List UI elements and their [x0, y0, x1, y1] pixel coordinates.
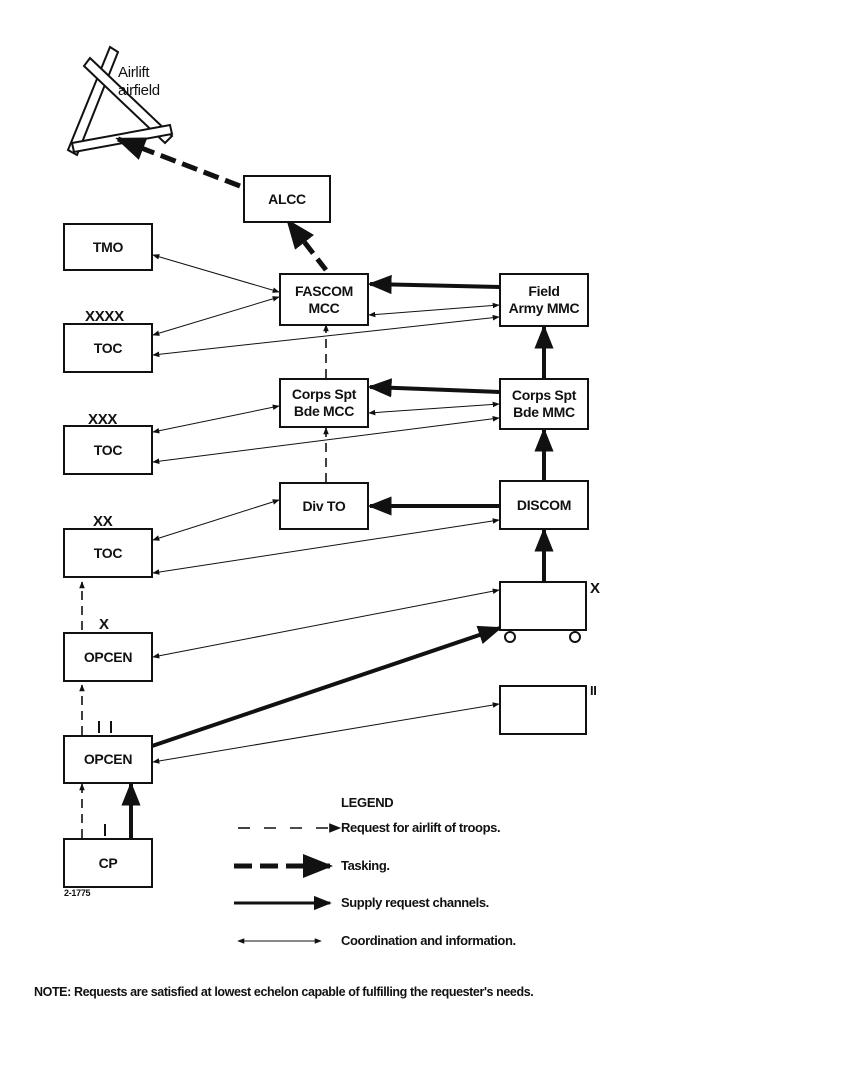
- coord-tocxxx-corpsmmc: [152, 416, 500, 464]
- coord-corpsmcc-corpsmmc: [368, 401, 500, 416]
- coord-tmo-fascom: [152, 254, 280, 293]
- opcen-box: OPCEN: [63, 632, 153, 682]
- toc-xxx-box: TOC: [63, 425, 153, 475]
- battalion-support-box: [499, 685, 587, 735]
- coord-opcen-bde: [152, 588, 500, 659]
- echelon-ii-battalion: II: [590, 683, 597, 698]
- battalion-tick: [98, 721, 100, 733]
- echelon-x-brigade: X: [590, 580, 600, 597]
- corps-spt-bde-mmc-box: Corps Spt Bde MMC: [499, 378, 589, 430]
- fascom-mcc-box: FASCOM MCC: [279, 273, 369, 326]
- alcc-box: ALCC: [243, 175, 331, 223]
- company-tick: [104, 824, 106, 836]
- corps-spt-bde-mcc-box: Corps Spt Bde MCC: [279, 378, 369, 428]
- field-army-mmc-box: Field Army MMC: [499, 273, 589, 327]
- airfield-label: Airlift airfield: [118, 64, 160, 99]
- legend-title: LEGEND: [341, 795, 394, 810]
- legend-item-coordination: Coordination and information.: [341, 933, 516, 948]
- supply-arrow-opcen-to-bde: [151, 625, 503, 748]
- toc-xxxx-box: TOC: [63, 323, 153, 373]
- echelon-xxx: XXX: [88, 411, 118, 428]
- legend-item-airlift-request: Request for airlift of troops.: [341, 820, 501, 835]
- tasking-arrow-alcc-to-airfield: [115, 136, 241, 189]
- coord-fascom-fieldmmc: [368, 302, 500, 318]
- coord-tocxxxx-fieldmmc: [152, 314, 500, 358]
- coord-opcenbn-bn: [152, 702, 500, 764]
- coord-tocxx-discom: [152, 518, 500, 575]
- div-to-box: Div TO: [279, 482, 369, 530]
- battalion-tick: [110, 721, 112, 733]
- supply-arrow-fieldmmc-to-fascom: [367, 274, 501, 295]
- tasking-arrow-fascom-to-alcc: [286, 218, 328, 272]
- brigade-support-box: [499, 581, 587, 631]
- echelon-xxxx: XXXX: [85, 308, 124, 325]
- wheel-icon: [569, 631, 581, 643]
- opcen-battalion-box: OPCEN: [63, 735, 153, 784]
- coord-tocxx-divto: [152, 499, 280, 541]
- wheel-icon: [504, 631, 516, 643]
- coord-tocxxxx-fascom: [152, 296, 280, 336]
- discom-box: DISCOM: [499, 480, 589, 530]
- cp-box: CP: [63, 838, 153, 888]
- echelon-x: X: [99, 616, 109, 633]
- coord-tocxxx-corpsmcc: [152, 404, 280, 434]
- echelon-xx: XX: [93, 513, 113, 530]
- tmo-box: TMO: [63, 223, 153, 271]
- supply-arrow-corpsmmc-to-corpsmcc: [367, 378, 501, 398]
- figure-number: 2-1775: [64, 888, 91, 898]
- legend-item-supply-request: Supply request channels.: [341, 895, 489, 910]
- footnote: NOTE: Requests are satisfied at lowest e…: [34, 985, 534, 999]
- legend-item-tasking: Tasking.: [341, 858, 390, 873]
- coordination-lines: [152, 254, 500, 764]
- toc-xx-box: TOC: [63, 528, 153, 578]
